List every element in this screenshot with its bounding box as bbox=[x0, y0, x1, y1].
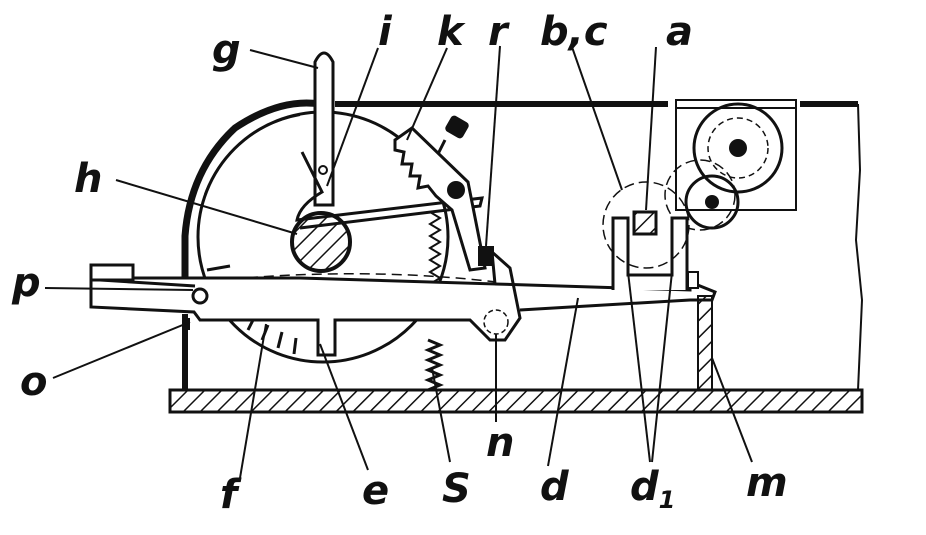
roller-large bbox=[692, 102, 784, 194]
label-a: a bbox=[666, 9, 693, 55]
pin-o bbox=[191, 287, 209, 305]
block-a bbox=[632, 210, 658, 236]
spring-disc bbox=[428, 211, 442, 285]
block-r bbox=[478, 246, 494, 266]
label-g: g bbox=[212, 27, 241, 73]
label-m: m bbox=[746, 460, 788, 506]
roller-small bbox=[684, 174, 740, 230]
tab-p bbox=[89, 263, 135, 282]
pin-n bbox=[483, 309, 509, 335]
label-r: r bbox=[488, 9, 510, 55]
casing-right-edge bbox=[854, 103, 864, 391]
label-h: h bbox=[74, 156, 102, 202]
label-s: S bbox=[442, 466, 471, 512]
bar-d bbox=[89, 248, 522, 357]
label-o: o bbox=[20, 359, 47, 405]
leader-lines bbox=[44, 45, 753, 479]
label-d: d bbox=[540, 464, 569, 510]
lever-k bbox=[393, 126, 487, 272]
base-plate bbox=[168, 388, 864, 414]
spring-wire-i bbox=[295, 151, 484, 230]
label-n: n bbox=[486, 420, 514, 466]
housing-left-wall bbox=[181, 99, 321, 286]
label-e: e bbox=[362, 468, 389, 514]
label-bc: b,c bbox=[540, 9, 608, 55]
fork-d1 bbox=[611, 216, 689, 290]
label-d1: d1 bbox=[630, 464, 675, 514]
label-k: k bbox=[437, 9, 466, 55]
support-post-m bbox=[697, 295, 713, 391]
spring-s bbox=[424, 338, 444, 392]
label-f: f bbox=[220, 472, 242, 518]
label-p: p bbox=[11, 260, 41, 306]
label-i: i bbox=[378, 9, 393, 55]
